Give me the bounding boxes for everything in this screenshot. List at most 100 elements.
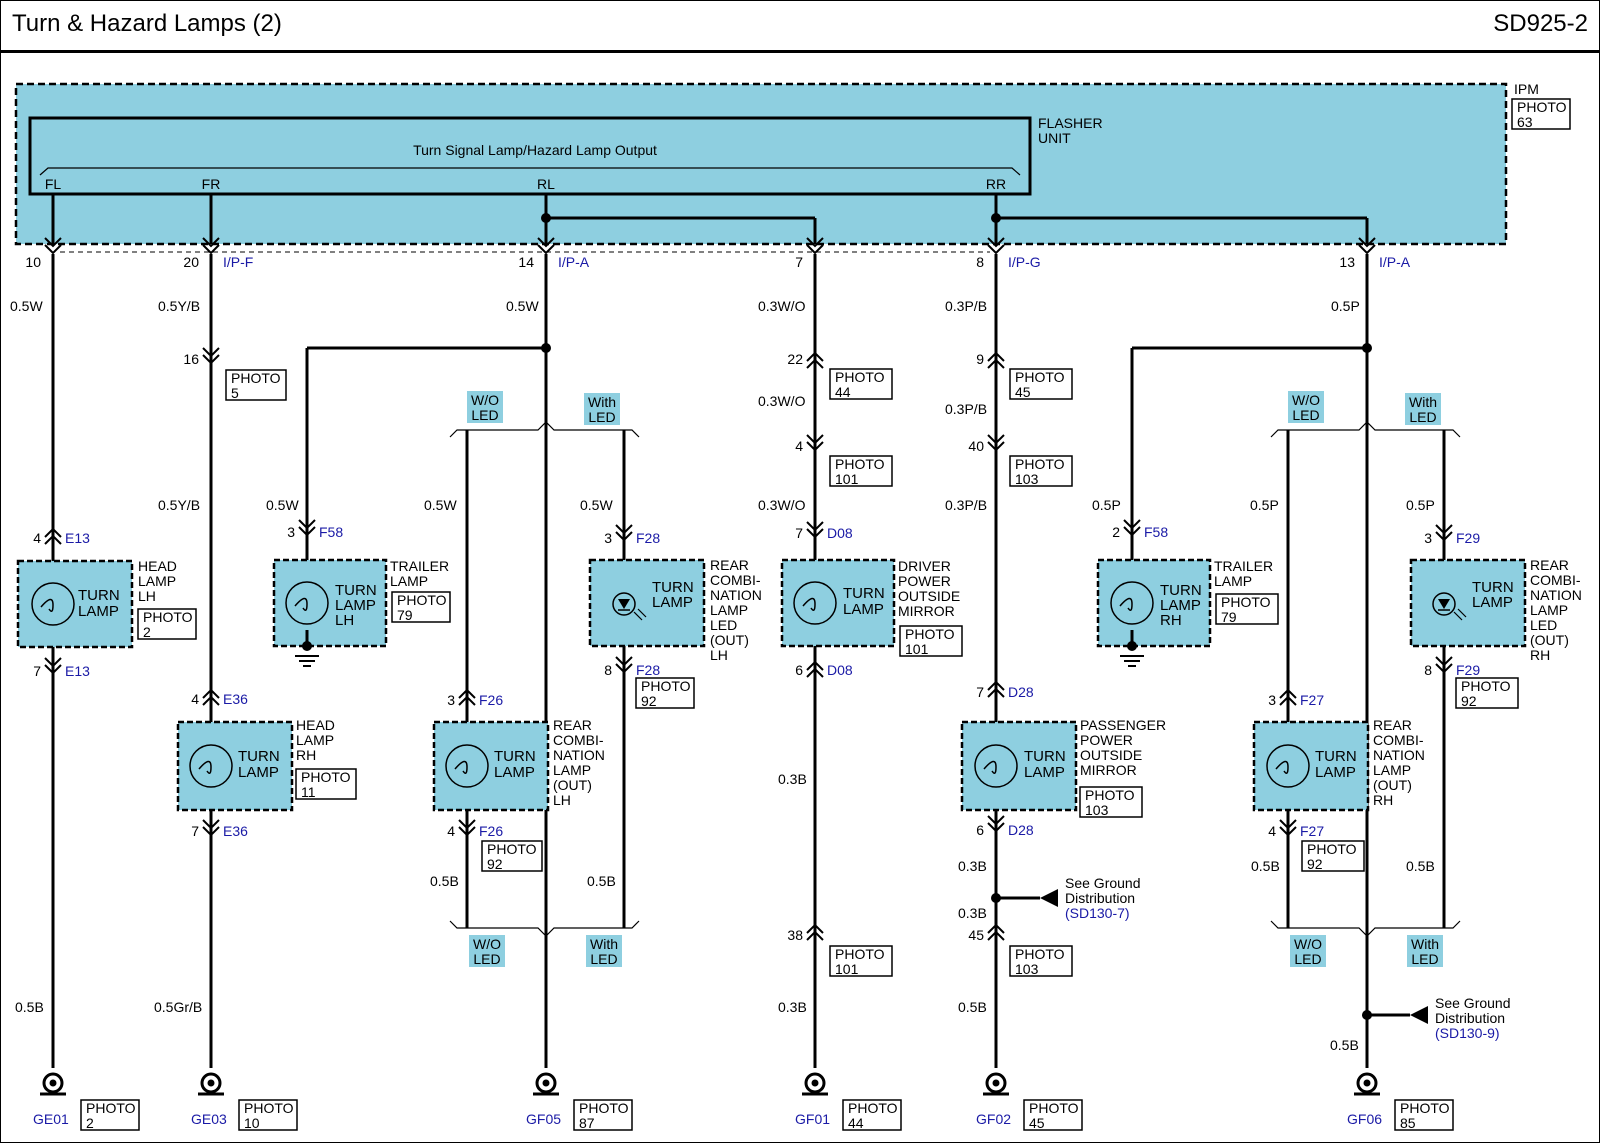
flasher-unit [28, 116, 1032, 196]
connector-photo [829, 945, 893, 977]
wire-spec: 0.5W [266, 497, 299, 513]
connector-chevron [458, 688, 476, 699]
connector-chevron [987, 822, 1005, 833]
lamp-text: LAMP [843, 601, 884, 618]
photo-label: 101 [835, 961, 859, 977]
lamp-photo [1455, 677, 1519, 709]
connector-chevron [806, 528, 824, 539]
lamp-desc: (OUT) [1530, 632, 1569, 648]
bulb-icon [31, 582, 75, 626]
pin-number: 7 [795, 525, 803, 541]
led-option-tag [467, 391, 503, 423]
connector-chevron [1435, 663, 1453, 674]
pin-number: 45 [968, 927, 984, 943]
photo-label: 63 [1517, 114, 1533, 130]
led-icon [612, 592, 636, 616]
pin-number: 13 [1339, 254, 1355, 270]
trailer-lamp-lh [272, 558, 388, 648]
led-tag-label: LED [471, 407, 498, 423]
wire-spec: 0.3W/O [758, 497, 806, 513]
ipm-module [14, 82, 1508, 246]
wire-spec: 0.5Gr/B [154, 999, 202, 1015]
connector-chevron [537, 244, 555, 255]
connector-label: I/P-A [558, 254, 590, 270]
lamp-desc: RH [296, 747, 316, 763]
photo-label: PHOTO [1221, 594, 1271, 610]
photo-label: 5 [231, 385, 239, 401]
lamp-desc: REAR [710, 557, 749, 573]
led-diode [618, 599, 630, 609]
photo-label: 2 [143, 624, 151, 640]
lamp-text: LAMP [1024, 764, 1065, 781]
wire-spec: 0.3B [958, 905, 987, 921]
flasher-label: UNIT [1038, 130, 1071, 146]
pin-number: 22 [787, 351, 803, 367]
lamp-desc: LH [138, 588, 156, 604]
photo-label: PHOTO [231, 370, 281, 386]
photo-label: PHOTO [1461, 678, 1511, 694]
lamp-desc: COMBI- [1373, 732, 1424, 748]
led-option-tag [1407, 935, 1443, 967]
connector-chevron [298, 519, 316, 530]
connector-label: E36 [223, 691, 248, 707]
connector-label: E13 [65, 663, 90, 679]
lamp-photo [635, 677, 695, 709]
ground-dist-arrow [1410, 1006, 1428, 1024]
lamp-text: LH [335, 612, 354, 629]
connector-chevron [806, 521, 824, 532]
connector-chevron [1358, 244, 1376, 255]
lamp-desc: NATION [1373, 747, 1425, 763]
wire-spec: 0.3B [778, 771, 807, 787]
led-ray [637, 608, 647, 618]
led-tag-label: W/O [471, 392, 499, 408]
ground-dist-text: Distribution [1065, 890, 1135, 906]
connector-label: D08 [827, 525, 853, 541]
led-tag-label: LED [590, 951, 617, 967]
connector-chevron [1435, 524, 1453, 535]
connector-photo [225, 369, 287, 401]
lamp-desc: LED [1530, 617, 1557, 633]
lamp-text: TURN [652, 579, 694, 596]
photo-label: PHOTO [301, 769, 351, 785]
pin-number: 3 [447, 692, 455, 708]
wire-spec: 0.5Y/B [158, 497, 200, 513]
lamp-text: TURN [1472, 579, 1514, 596]
photo-label: 92 [641, 693, 657, 709]
lamp-desc: PASSENGER [1080, 717, 1166, 733]
lamp-text: TURN [1160, 582, 1202, 599]
photo-label: PHOTO [244, 1100, 294, 1116]
lamp-desc: COMBI- [1530, 572, 1581, 588]
connector-chevron [806, 441, 824, 452]
wire-spec: 0.5P [1406, 497, 1435, 513]
photo-label: PHOTO [835, 456, 885, 472]
connector-chevron [202, 688, 220, 699]
lamp-desc: HEAD [138, 558, 177, 574]
led-tag-label: LED [588, 409, 615, 425]
photo-label: 10 [244, 1115, 260, 1131]
photo-label: PHOTO [1517, 99, 1567, 115]
ground-photo [1023, 1099, 1083, 1131]
lamp-desc: MIRROR [898, 603, 955, 619]
lamp-desc: POWER [1080, 732, 1133, 748]
splice-dot [541, 213, 551, 223]
lamp-text: LAMP [238, 764, 279, 781]
photo-label: PHOTO [848, 1100, 898, 1116]
flasher-label: FLASHER [1038, 115, 1103, 131]
ground-id: GE03 [191, 1111, 227, 1127]
passenger-mirror-lamp [960, 720, 1078, 812]
option-bracket [449, 920, 640, 937]
photo-label: PHOTO [835, 369, 885, 385]
lamp-desc: LH [710, 647, 728, 663]
photo-label: PHOTO [641, 678, 691, 694]
led-option-tag [1290, 935, 1326, 967]
lamp-desc: LAMP [553, 762, 591, 778]
connector-label: F58 [319, 524, 343, 540]
lamp-text: LAMP [78, 603, 119, 620]
bulb-filament [802, 597, 816, 611]
output-name: FL [45, 176, 62, 192]
wire-spec: 0.5P [1250, 497, 1279, 513]
lamp-desc: HEAD [296, 717, 335, 733]
lamp-desc: LED [710, 617, 737, 633]
lamp-photo [1301, 840, 1365, 872]
